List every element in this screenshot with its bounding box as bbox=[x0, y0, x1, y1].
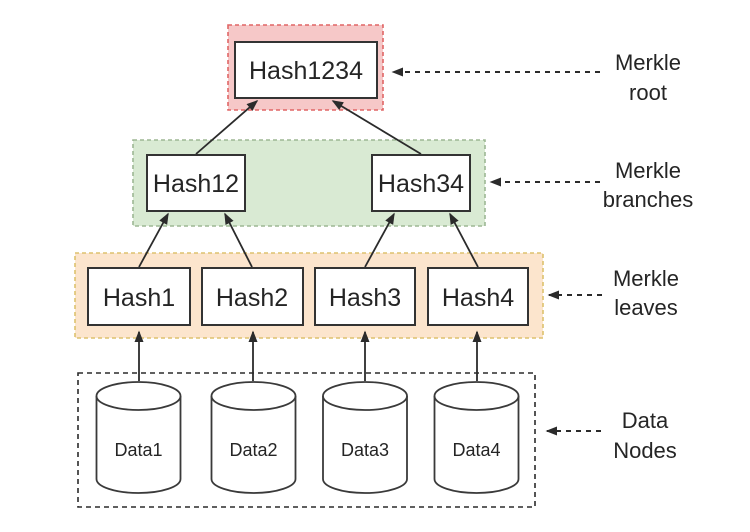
cylinder-body-data2 bbox=[210, 396, 297, 494]
leaf-label-hash2: Hash2 bbox=[216, 284, 288, 312]
leaf-box-hash4 bbox=[427, 267, 529, 326]
data-node-label-data2: Data2 bbox=[229, 440, 277, 460]
branch-node-hash12: Hash12 bbox=[146, 154, 246, 212]
edge-hash12-root bbox=[195, 100, 259, 155]
edge-hash4-hash34 bbox=[449, 212, 479, 268]
merkle-root-label: Hash1234 bbox=[249, 57, 363, 85]
cylinder-top-data1 bbox=[95, 381, 182, 411]
data-node-label-data4: Data4 bbox=[452, 440, 500, 460]
annotation-merkle-root-line1: Merkle bbox=[615, 50, 681, 75]
edge-hash3-hash34 bbox=[364, 212, 395, 268]
leaf-label-hash1: Hash1 bbox=[103, 284, 175, 312]
leaf-node-hash4: Hash4 bbox=[427, 267, 529, 326]
cylinder-body-data1 bbox=[95, 396, 182, 494]
data-node-cylinder-4: Data4 bbox=[433, 381, 520, 494]
annotation-merkle-branches-line1: Merkle bbox=[615, 158, 681, 183]
leaf-node-hash2: Hash2 bbox=[201, 267, 304, 326]
annotation-merkle-leaves: Merkle leaves bbox=[613, 266, 679, 320]
branch-node-hash34: Hash34 bbox=[371, 154, 471, 212]
leaf-box-hash2 bbox=[201, 267, 304, 326]
merkle-root-box bbox=[234, 41, 378, 99]
annotation-merkle-branches-line2: branches bbox=[603, 187, 694, 212]
annotation-merkle-leaves-line2: leaves bbox=[614, 295, 678, 320]
leaf-box-hash3 bbox=[314, 267, 416, 326]
annotation-data-nodes-line2: Nodes bbox=[613, 438, 677, 463]
data-node-label-data3: Data3 bbox=[341, 440, 389, 460]
cylinder-top-data4 bbox=[433, 381, 520, 411]
merkle-root-node: Hash1234 bbox=[234, 41, 378, 99]
annotation-merkle-root: Merkle root bbox=[615, 50, 681, 105]
annotation-merkle-branches: Merkle branches bbox=[603, 158, 694, 212]
leaf-node-hash3: Hash3 bbox=[314, 267, 416, 326]
cylinder-body-data4 bbox=[433, 396, 520, 494]
branch-label-hash34: Hash34 bbox=[378, 170, 464, 198]
data-node-cylinder-3: Data3 bbox=[322, 381, 408, 494]
leaf-node-hash1: Hash1 bbox=[87, 267, 191, 326]
edge-hash2-hash12 bbox=[224, 212, 253, 268]
annotation-merkle-root-line2: root bbox=[629, 80, 667, 105]
cylinder-body-data3 bbox=[322, 396, 408, 494]
edge-hash1-hash12 bbox=[138, 212, 169, 268]
data-node-label-data1: Data1 bbox=[114, 440, 162, 460]
edge-hash34-root bbox=[331, 100, 422, 155]
cylinder-top-data3 bbox=[322, 381, 408, 411]
annotation-data-nodes: Data Nodes bbox=[613, 408, 677, 463]
data-nodes-container bbox=[77, 372, 536, 508]
leaf-label-hash3: Hash3 bbox=[329, 284, 401, 312]
data-node-cylinder-2: Data2 bbox=[210, 381, 297, 494]
leaf-label-hash4: Hash4 bbox=[442, 284, 514, 312]
annotation-data-nodes-line1: Data bbox=[622, 408, 669, 433]
branch-box-hash12 bbox=[146, 154, 246, 212]
branch-label-hash12: Hash12 bbox=[153, 170, 239, 198]
leaf-box-hash1 bbox=[87, 267, 191, 326]
data-node-cylinder-1: Data1 bbox=[95, 381, 182, 494]
annotation-merkle-leaves-line1: Merkle bbox=[613, 266, 679, 291]
cylinder-top-data2 bbox=[210, 381, 297, 411]
branch-box-hash34 bbox=[371, 154, 471, 212]
